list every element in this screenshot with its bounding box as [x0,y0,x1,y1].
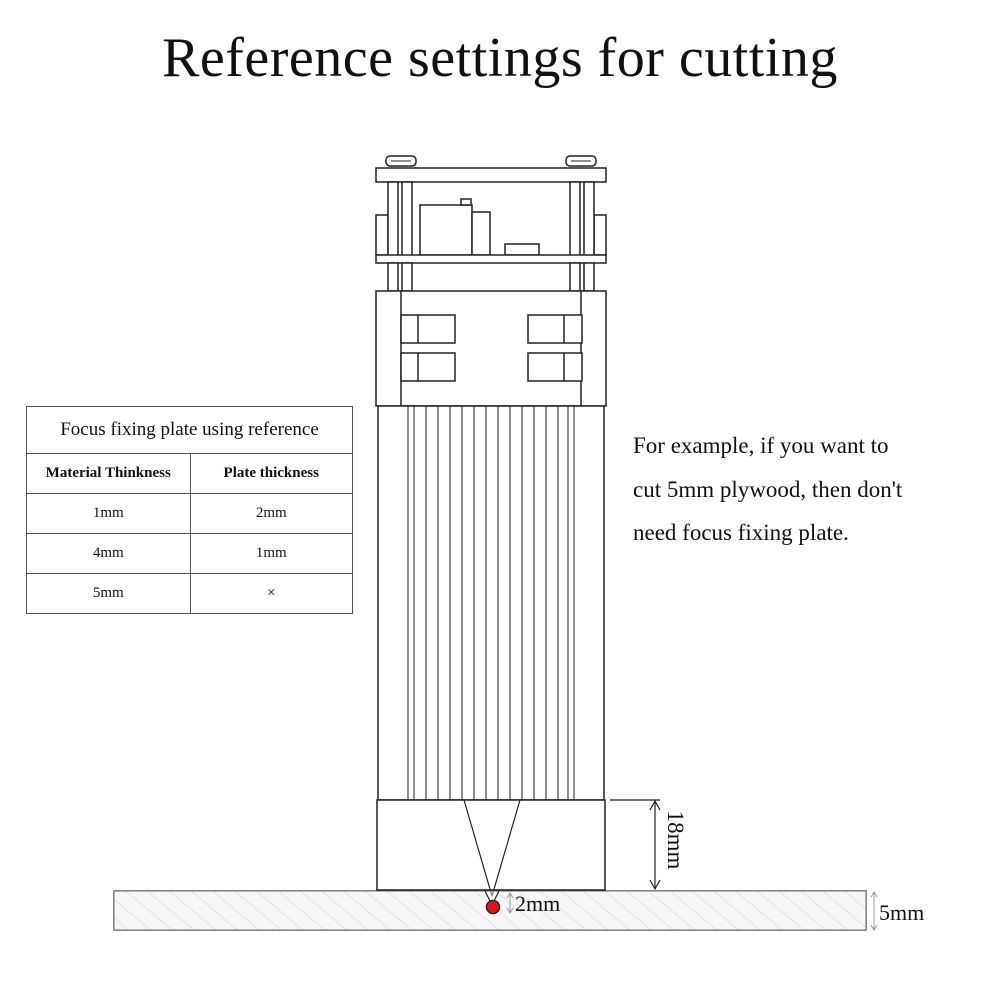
cell-plate: 1mm [189,533,353,574]
screw-head-left [385,155,417,167]
header-plate-thickness: Plate thickness [189,453,353,494]
cell-material: 4mm [26,533,191,574]
lens-nozzle [376,799,606,897]
table-row: 4mm 1mm [26,533,353,574]
dimension-label-2mm: 2mm [515,891,560,916]
note-line: For example, if you want to [633,433,889,458]
table-caption-row: Focus fixing plate using reference [26,406,353,454]
dimension-2mm [506,892,514,914]
example-note: For example, if you want to cut 5mm plyw… [633,424,993,555]
dimension-5mm [870,891,878,931]
dimension-label-18mm: 18mm [663,811,688,870]
table-caption: Focus fixing plate using reference [26,406,353,454]
laser-focus-dot [485,899,501,915]
screw-head-right [565,155,597,167]
cell-plate: × [189,573,353,614]
dimension-label-5mm: 5mm [879,900,924,925]
table-row: 5mm × [26,573,353,614]
dimension-18mm [610,799,661,891]
note-line: cut 5mm plywood, then don't [633,476,903,502]
note-line: need focus fixing plate. [633,520,849,545]
header-material-thickness: Material Thinkness [26,453,191,494]
focus-reference-table: Focus fixing plate using reference Mater… [26,406,353,614]
laser-module [375,155,607,897]
cell-material: 5mm [26,573,191,614]
table-header-row: Material Thinkness Plate thickness [26,453,353,494]
heatsink-fins [413,406,569,800]
page-title: Reference settings for cutting [162,27,838,89]
heatsink-body [377,405,605,801]
cell-plate: 2mm [189,493,353,534]
driver-board [375,167,607,292]
upper-housing [375,290,607,407]
